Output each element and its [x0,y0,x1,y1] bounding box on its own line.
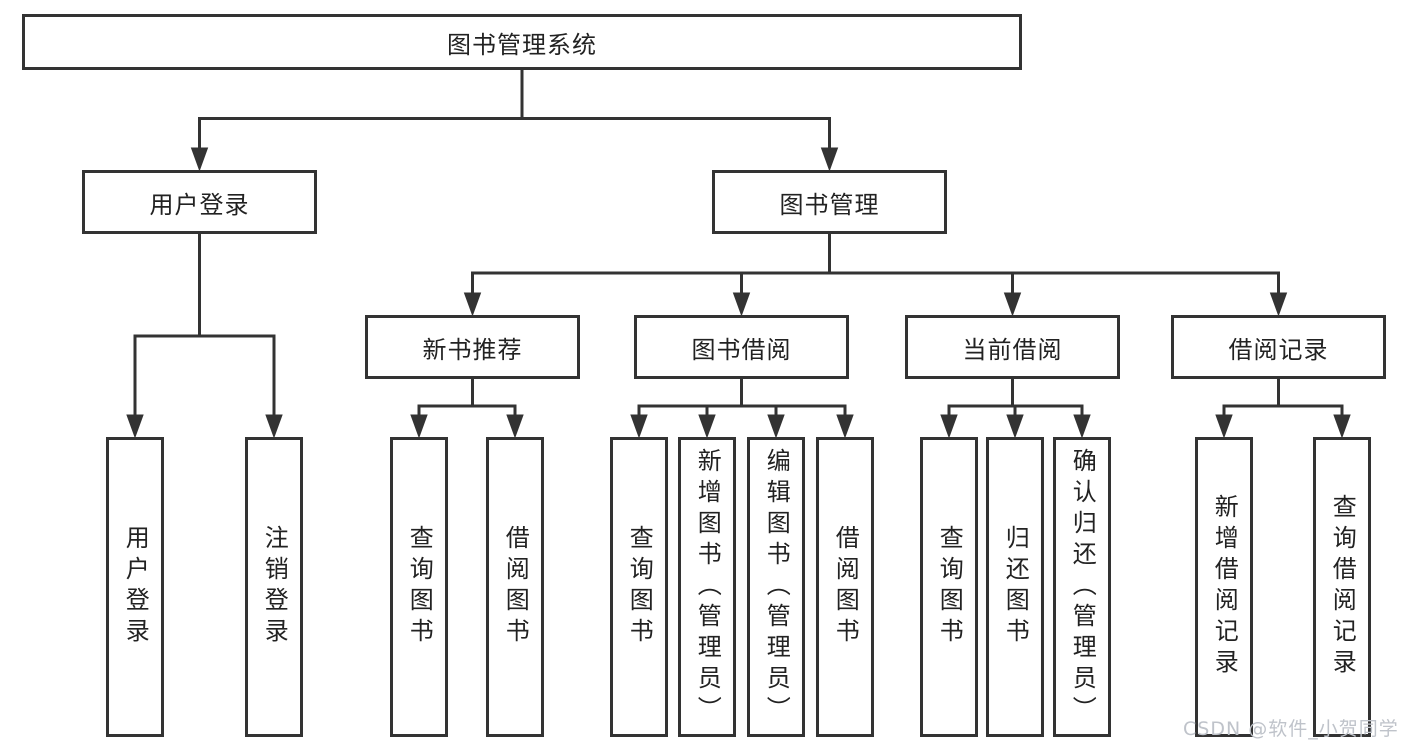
csdn-watermark: CSDN @软件_小贺同学 [1183,718,1399,740]
leaf-query-books-borrowing-label: 查询图书 [625,525,654,649]
leaf-confirm-return-admin-label: 确认归还（管理员） [1068,447,1097,727]
node-borrowing-records-label: 借阅记录 [1228,335,1329,364]
leaf-borrow-books: 借阅图书 [816,437,874,737]
leaf-add-book-admin-label: 新增图书（管理员） [693,447,722,727]
leaf-user-login-label: 用户登录 [121,525,150,649]
leaf-query-books-borrowing: 查询图书 [610,437,668,737]
leaf-return-books-label: 归还图书 [1001,525,1030,649]
node-book-management-label: 图书管理 [779,190,880,219]
node-user-login: 用户登录 [82,170,317,234]
node-book-borrowing-label: 图书借阅 [691,335,792,364]
leaf-query-borrow-record: 查询借阅记录 [1313,437,1371,737]
node-book-management: 图书管理 [712,170,947,234]
leaf-logout: 注销登录 [245,437,303,737]
leaf-borrow-books-recommend-label: 借阅图书 [501,525,530,649]
leaf-edit-book-admin: 编辑图书（管理员） [747,437,805,737]
leaf-edit-book-admin-label: 编辑图书（管理员） [762,447,791,727]
leaf-logout-label: 注销登录 [260,525,289,649]
leaf-query-books-recommend-label: 查询图书 [405,525,434,649]
node-borrowing-records: 借阅记录 [1171,315,1386,379]
node-book-borrowing: 图书借阅 [634,315,849,379]
leaf-add-borrow-record-label: 新增借阅记录 [1210,494,1239,680]
leaf-return-books: 归还图书 [986,437,1044,737]
leaf-user-login: 用户登录 [106,437,164,737]
node-user-login-label: 用户登录 [149,190,250,219]
node-current-borrowing-label: 当前借阅 [962,335,1063,364]
leaf-query-books-recommend: 查询图书 [390,437,448,737]
node-root-system: 图书管理系统 [22,14,1022,70]
leaf-add-borrow-record: 新增借阅记录 [1195,437,1253,737]
leaf-borrow-books-label: 借阅图书 [831,525,860,649]
leaf-add-book-admin: 新增图书（管理员） [678,437,736,737]
node-current-borrowing: 当前借阅 [905,315,1120,379]
node-new-book-recommendation: 新书推荐 [365,315,580,379]
node-root-label: 图书管理系统 [447,30,597,59]
leaf-query-books-current: 查询图书 [920,437,978,737]
leaf-borrow-books-recommend: 借阅图书 [486,437,544,737]
leaf-confirm-return-admin: 确认归还（管理员） [1053,437,1111,737]
node-new-book-recommendation-label: 新书推荐 [422,335,523,364]
leaf-query-borrow-record-label: 查询借阅记录 [1328,494,1357,680]
leaf-query-books-current-label: 查询图书 [935,525,964,649]
